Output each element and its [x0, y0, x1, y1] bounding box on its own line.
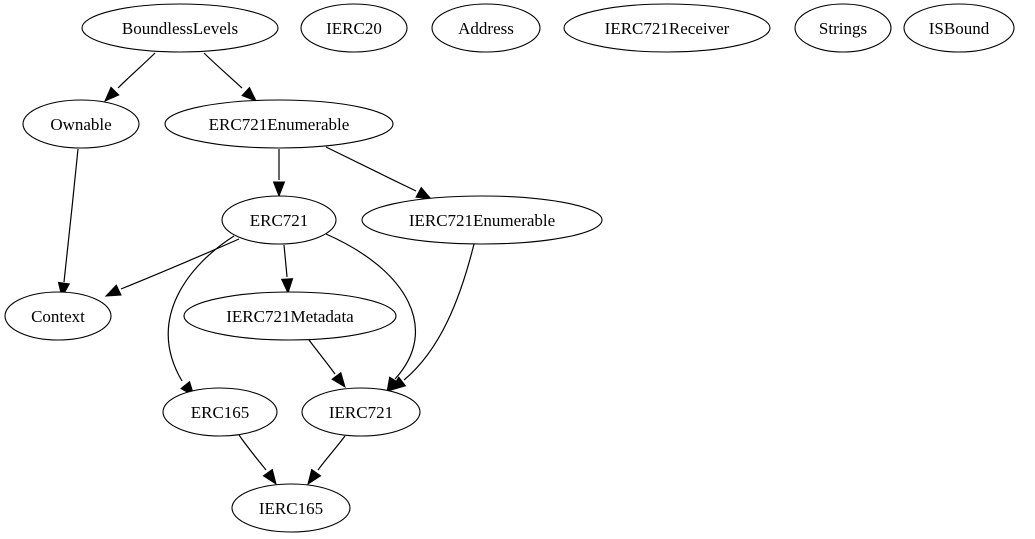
edge-ownable-to-context — [57, 148, 79, 299]
edge-line — [117, 52, 156, 89]
node-ellipse — [361, 195, 603, 245]
node-ellipse — [183, 291, 397, 341]
node-ownable: Ownable — [22, 99, 140, 149]
node-label: IERC721Enumerable — [409, 211, 555, 230]
node-label: IERC20 — [326, 19, 382, 38]
edge-line — [120, 238, 240, 290]
node-ellipse — [301, 387, 421, 437]
arrowhead-icon — [415, 186, 433, 200]
arrowhead-icon — [331, 371, 346, 389]
edge-line — [63, 148, 79, 283]
node-label: ERC721 — [250, 211, 309, 230]
node-label: BoundlessLevels — [122, 19, 238, 38]
edge-line — [308, 339, 336, 375]
arrowhead-icon — [104, 284, 122, 297]
edge-boundlesslevels-to-ownable — [104, 52, 156, 102]
arrowhead-icon — [272, 181, 286, 198]
node-ellipse — [81, 3, 279, 53]
node-label: ERC721Enumerable — [209, 115, 350, 134]
node-label: ERC165 — [191, 403, 250, 422]
edge-boundlesslevels-to-erc721enumerable — [203, 52, 258, 102]
node-erc721: ERC721 — [221, 195, 337, 245]
node-context: Context — [4, 291, 112, 341]
arrowhead-icon — [280, 278, 294, 295]
nodes-layer: BoundlessLevels IERC20 Address IERC721Recei… — [4, 3, 1015, 533]
node-label: IERC721Receiver — [605, 19, 730, 38]
node-isbound: ISBound — [903, 3, 1015, 53]
node-ierc721receiver: IERC721Receiver — [563, 3, 771, 53]
arrowhead-icon — [307, 468, 322, 486]
node-label: Strings — [819, 19, 867, 38]
node-ellipse — [903, 3, 1015, 53]
edge-line — [403, 243, 475, 381]
edge-line — [325, 146, 417, 192]
arrowhead-icon — [104, 86, 120, 102]
edge-erc721-to-ierc721metadata — [280, 244, 294, 295]
node-label: IERC721Metadata — [226, 307, 354, 326]
edge-line — [317, 435, 346, 471]
node-label: Ownable — [50, 115, 111, 134]
node-ellipse — [22, 99, 140, 149]
edge-erc721enumerable-to-ierc721enumerable — [325, 146, 433, 200]
node-ierc20: IERC20 — [300, 3, 408, 53]
arrowhead-icon — [262, 468, 277, 486]
edge-erc165-to-ierc165 — [238, 434, 277, 486]
node-ellipse — [431, 3, 541, 53]
edge-line — [283, 244, 288, 278]
edge-ierc721enumerable-to-ierc721 — [389, 243, 475, 391]
node-label: IERC721 — [329, 403, 393, 422]
edge-line — [325, 233, 416, 380]
edge-ierc721-to-ierc165 — [307, 435, 346, 486]
node-erc165: ERC165 — [162, 387, 278, 437]
node-ellipse — [164, 99, 394, 149]
node-address: Address — [431, 3, 541, 53]
node-erc721enumerable: ERC721Enumerable — [164, 99, 394, 149]
node-label: IERC165 — [259, 499, 323, 518]
arrowhead-icon — [241, 86, 258, 102]
arrowhead-icon — [389, 376, 407, 391]
node-ellipse — [162, 387, 278, 437]
node-label: Context — [31, 307, 85, 326]
node-ellipse — [300, 3, 408, 53]
edge-ierc721metadata-to-ierc721 — [308, 339, 346, 389]
edge-line — [167, 235, 235, 382]
node-ellipse — [231, 483, 351, 533]
node-ierc721: IERC721 — [301, 387, 421, 437]
node-ellipse — [794, 3, 892, 53]
node-ierc165: IERC165 — [231, 483, 351, 533]
node-label: ISBound — [929, 19, 990, 38]
edge-line — [203, 52, 243, 89]
node-boundlesslevels: BoundlessLevels — [81, 3, 279, 53]
node-label: Address — [458, 19, 514, 38]
edge-line — [238, 434, 267, 471]
node-ellipse — [221, 195, 337, 245]
node-ellipse — [4, 291, 112, 341]
node-strings: Strings — [794, 3, 892, 53]
node-ierc721enumerable: IERC721Enumerable — [361, 195, 603, 245]
edge-erc721enumerable-to-erc721 — [272, 149, 286, 198]
edge-erc721-to-context — [104, 238, 240, 297]
node-ierc721metadata: IERC721Metadata — [183, 291, 397, 341]
node-ellipse — [563, 3, 771, 53]
